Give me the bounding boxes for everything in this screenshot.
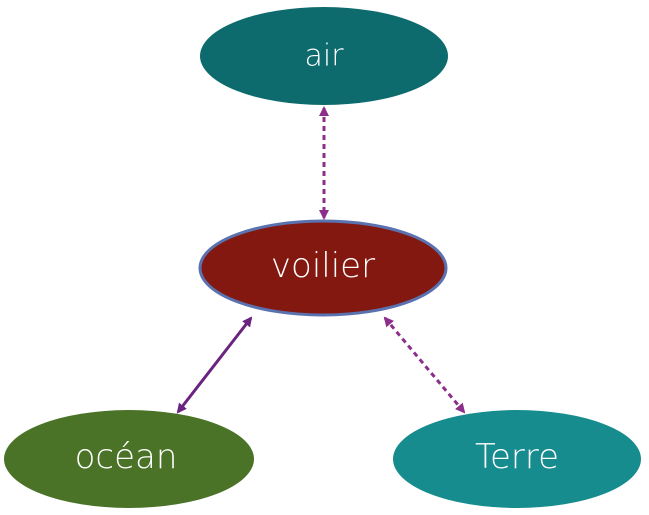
node-ocean-label: océan [75, 437, 178, 477]
node-air-label: air [304, 39, 344, 74]
node-voilier-shape [198, 219, 448, 317]
node-terre-shape [393, 410, 641, 508]
node-air-shape [200, 7, 448, 105]
node-voilier-label: voilier [271, 246, 375, 286]
edge-voilier-ocean [176, 316, 253, 414]
node-voilier[interactable]: voilier [198, 219, 448, 317]
node-air[interactable]: air [200, 7, 448, 105]
node-ocean-shape [4, 410, 254, 508]
node-terre-label: Terre [475, 437, 559, 477]
edges [176, 106, 466, 414]
edge-voilier-terre [383, 316, 466, 414]
node-terre[interactable]: Terre [393, 410, 641, 508]
node-ocean[interactable]: océan [4, 410, 254, 508]
